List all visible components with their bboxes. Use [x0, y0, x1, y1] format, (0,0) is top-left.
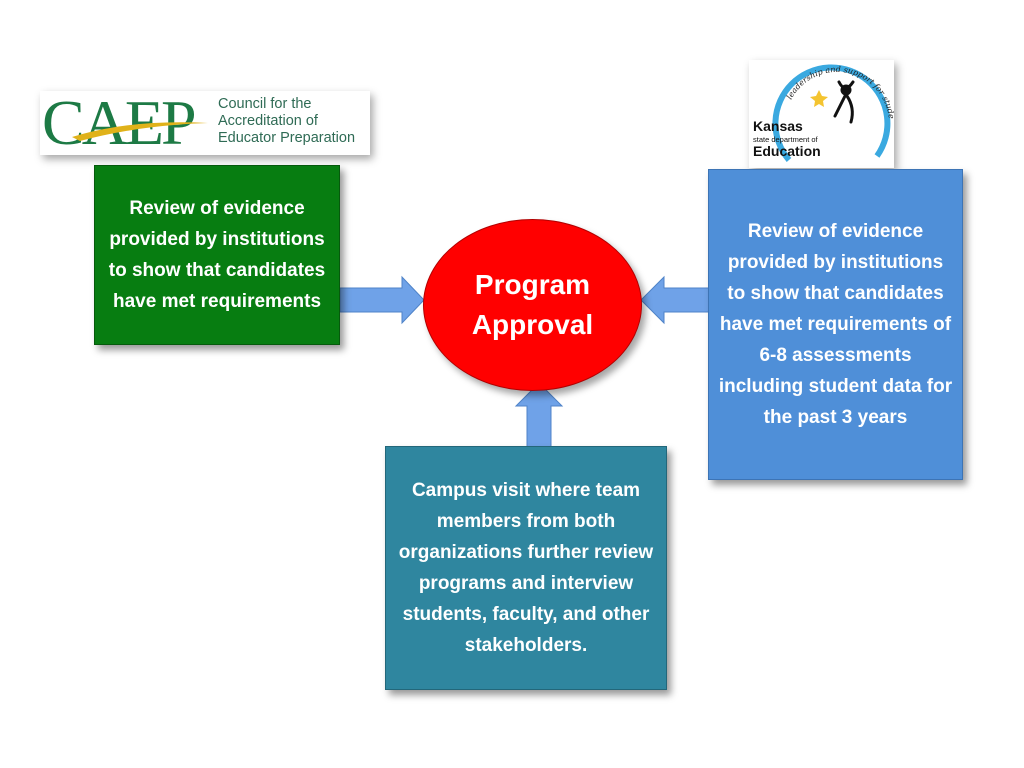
ksde-review-text: Review of evidence provided by instituti…	[718, 221, 953, 428]
program-approval-text: Program Approval	[471, 269, 594, 340]
arrow-right	[339, 275, 425, 325]
arrow-left	[640, 275, 711, 325]
ksde-logo: leadership and support for student learn…	[749, 60, 894, 168]
arrow-up	[514, 382, 564, 449]
ksde-review-box: Review of evidence provided by instituti…	[708, 169, 963, 480]
caep-swoosh-icon	[72, 122, 208, 141]
caep-tagline-line: Accreditation of	[218, 113, 318, 129]
program-approval-ellipse: Program Approval	[423, 219, 642, 391]
caep-tagline-line: Educator Preparation	[218, 130, 356, 146]
caep-review-text: Review of evidence provided by instituti…	[108, 198, 326, 312]
caep-tagline-line: Council for the	[218, 96, 312, 112]
ksde-arc-text: leadership and support for student learn…	[749, 60, 894, 120]
campus-visit-box: Campus visit where team members from bot…	[385, 446, 667, 690]
caep-review-box: Review of evidence provided by instituti…	[94, 165, 340, 345]
ksde-name-2: Education	[753, 143, 821, 159]
ksde-name: Kansas	[753, 118, 803, 134]
svg-text:leadership and support for stu: leadership and support for student learn…	[749, 60, 894, 120]
caep-logo: CAEP Council for the Accreditation of Ed…	[40, 91, 370, 155]
caep-tagline: Council for the Accreditation of Educato…	[218, 96, 355, 147]
campus-visit-text: Campus visit where team members from bot…	[398, 480, 654, 656]
ksde-emblem-icon: leadership and support for student learn…	[749, 60, 894, 162]
ksde-subtitle: state department of	[753, 135, 818, 144]
